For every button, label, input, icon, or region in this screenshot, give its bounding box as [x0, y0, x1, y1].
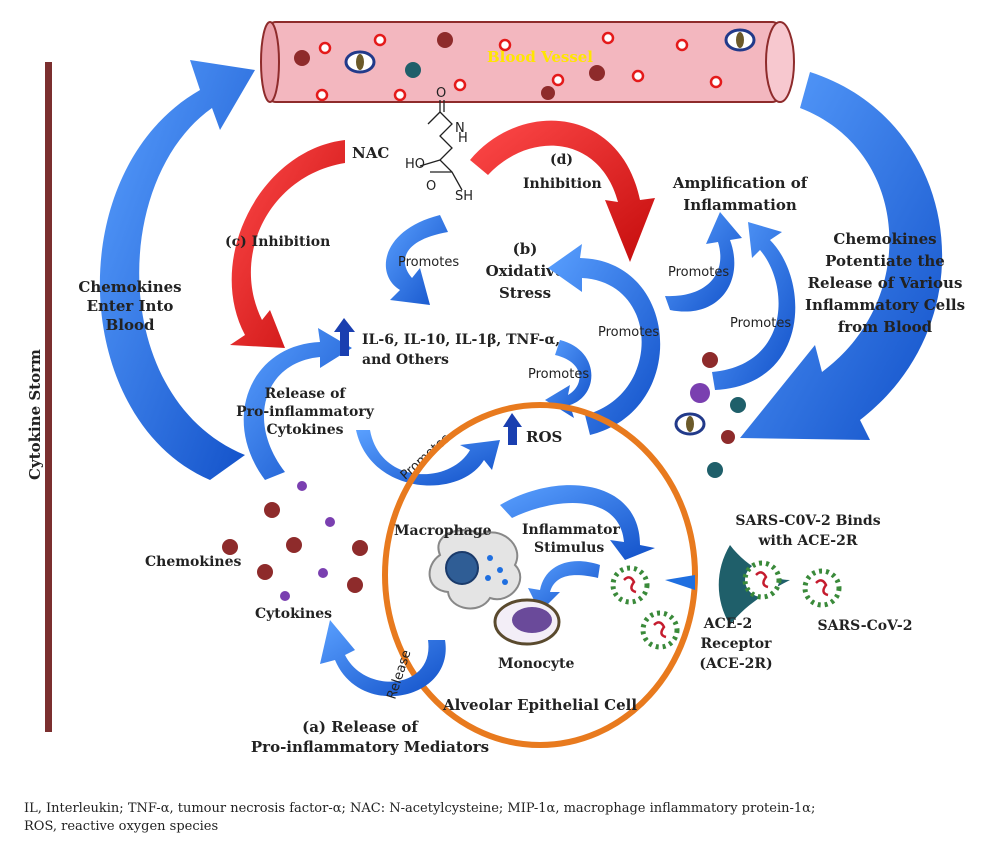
promotes-label-2: Promotes	[598, 325, 659, 340]
il-up-arrow-head-icon	[334, 318, 355, 332]
sars-cov-2-virions	[610, 560, 842, 650]
macrophage-icon	[428, 529, 522, 610]
svg-text:from Blood: from Blood	[838, 318, 933, 336]
release-a-1: (a) Release of	[302, 718, 419, 736]
inhibition-d-tag: (d)	[550, 152, 573, 168]
release-label: Release	[385, 648, 415, 701]
promotes-label-1: Promotes	[398, 255, 459, 270]
cytokines-to-ros-arrow	[356, 430, 500, 486]
ros-to-oxidative-arrow	[548, 244, 661, 435]
potentiate-label: Chemokines Potentiate the Release of Var…	[805, 230, 965, 336]
chemokines-enter-blood-arrow	[99, 60, 256, 480]
blood-vessel-label: Blood Vessel	[487, 48, 593, 66]
vessel-cells	[294, 28, 756, 100]
macrophage-label: Macrophage	[394, 523, 492, 539]
to-monocyte-arrow	[528, 561, 600, 612]
svg-text:N: N	[455, 121, 465, 136]
release-cytokines-arrow	[243, 328, 352, 480]
chemokines-label: Chemokines	[145, 554, 241, 570]
footnote: IL, Interleukin; TNF-α, tumour necrosis …	[24, 800, 984, 836]
inflam-stim-1: Inflammator	[522, 522, 620, 538]
svg-text:Release of Various: Release of Various	[808, 274, 963, 292]
release-cyt-1: Release of	[265, 386, 347, 402]
inhibition-c-arrow	[230, 140, 345, 348]
ros-up-arrow-head-icon	[503, 413, 522, 427]
enter-label-3: Blood	[106, 316, 155, 334]
monocyte-label: Monocyte	[498, 656, 574, 672]
monocyte-icon	[493, 598, 561, 646]
amplification-arrow-1	[665, 212, 742, 312]
inhibition-d-arrow	[470, 120, 655, 262]
release-cyt-3: Cytokines	[266, 422, 343, 438]
ace-label-2: Receptor	[701, 636, 773, 652]
ros-up-arrow-icon	[508, 423, 517, 445]
promotes-label-3: Promotes	[528, 367, 589, 382]
amplification-label-1: Amplification of	[672, 174, 809, 192]
enter-label-2: Enter Into	[87, 297, 174, 315]
oxidative-label-1: Oxidative	[486, 262, 565, 280]
svg-text:Chemokines: Chemokines	[833, 230, 936, 248]
cytokine-storm-label: Cytokine Storm	[26, 349, 44, 480]
cytokine-storm-bar	[45, 62, 52, 732]
red-blood-cells	[315, 31, 723, 102]
cytokines-label: Cytokines	[255, 606, 332, 622]
inflam-stim-2: Stimulus	[534, 540, 604, 556]
release-mediators-arrow	[320, 620, 446, 697]
svg-text:Inflammatory Cells: Inflammatory Cells	[805, 296, 965, 314]
release-a-2: Pro-inflammatory Mediators	[251, 738, 489, 756]
inhibition-c-label: (c) Inhibition	[225, 234, 330, 250]
promotes-label-4: Promotes	[668, 265, 729, 280]
svg-text:O: O	[426, 179, 436, 194]
ace-label-3: (ACE-2R)	[699, 656, 772, 672]
release-cyt-2: Pro-inflammatory	[236, 404, 375, 420]
footnote-line-2: ROS, reactive oxygen species	[24, 819, 219, 834]
oxidative-tag: (b)	[513, 240, 538, 258]
ace-label-1: ACE-2	[703, 616, 753, 632]
svg-text:HO: HO	[405, 157, 425, 172]
alveolar-label: Alveolar Epithelial Cell	[442, 696, 637, 714]
footnote-line-1: IL, Interleukin; TNF-α, tumour necrosis …	[24, 801, 816, 816]
cytokine-cluster	[280, 481, 335, 601]
chemokines-potentiate-arrow	[740, 72, 943, 440]
il-list-2: and Others	[362, 352, 449, 368]
chemokine-cluster	[222, 502, 368, 593]
il-list-1: IL-6, IL-10, IL-1β, TNF-α,	[362, 332, 560, 348]
promotes-cytokine-loop-arrow	[385, 215, 448, 305]
binds-label-1: SARS-C0V-2 Binds	[735, 513, 880, 529]
inhibition-d-label: Inhibition	[523, 176, 602, 192]
blood-vessel: Blood Vessel	[260, 21, 795, 103]
svg-text:Potentiate the: Potentiate the	[825, 252, 945, 270]
amplification-arrow-2	[712, 222, 796, 390]
inflammatory-cells	[674, 352, 746, 478]
promotes-label-5: Promotes	[730, 316, 791, 331]
oxidative-label-2: Stress	[499, 284, 551, 302]
svg-text:O: O	[436, 86, 446, 101]
inflam-stim-arrow	[500, 485, 655, 560]
svg-text:H: H	[458, 131, 468, 146]
svg-text:SH: SH	[455, 189, 473, 204]
binds-arrow-icon	[665, 575, 695, 590]
nac-label: NAC	[352, 144, 389, 162]
ros-label: ROS	[526, 428, 562, 446]
cytokine-to-ros-arrow	[545, 340, 592, 418]
enter-label-1: Chemokines	[78, 278, 181, 296]
binds-label-2: with ACE-2R	[757, 533, 857, 549]
amplification-label-2: Inflammation	[683, 196, 797, 214]
sars-label: SARS-CoV-2	[818, 618, 913, 634]
nac-structure-icon	[419, 100, 463, 191]
il-up-arrow-icon	[340, 328, 349, 356]
